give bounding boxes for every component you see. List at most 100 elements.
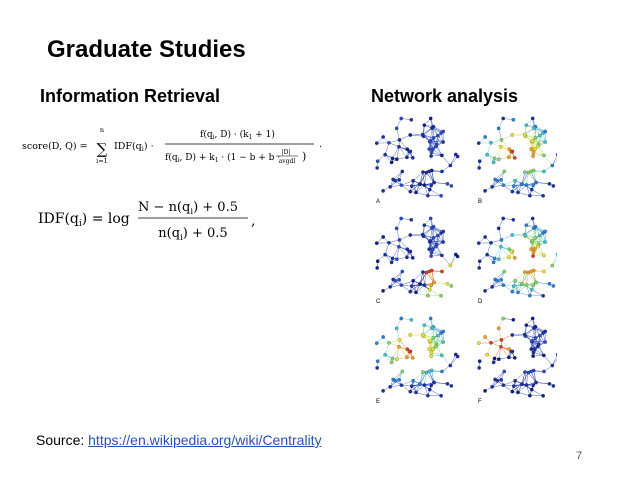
network-node xyxy=(411,278,415,283)
network-node xyxy=(432,380,436,385)
network-edge xyxy=(401,380,414,386)
network-node xyxy=(531,383,535,388)
network-node xyxy=(529,187,534,192)
network-edge xyxy=(390,179,400,188)
slide-title: Graduate Studies xyxy=(47,36,246,63)
network-node xyxy=(496,126,501,131)
network-node xyxy=(405,355,409,360)
network-edge xyxy=(412,371,424,381)
network-node xyxy=(542,369,546,374)
network-node xyxy=(414,190,418,195)
network-node xyxy=(428,338,433,343)
network-edge xyxy=(552,355,557,366)
network-node xyxy=(405,247,410,252)
network-node xyxy=(381,335,385,339)
network-node xyxy=(555,352,557,357)
network-node xyxy=(492,156,497,161)
network-node xyxy=(520,182,524,186)
network-node xyxy=(445,282,450,286)
network-edge xyxy=(524,327,535,335)
network-node xyxy=(383,152,387,157)
network-node xyxy=(405,155,409,160)
network-node xyxy=(499,344,503,349)
network-edge xyxy=(552,159,557,166)
idf-lhs: IDF(qi) = log xyxy=(38,211,130,229)
source-label: Source: xyxy=(36,432,89,448)
network-edge xyxy=(498,328,502,340)
network-node xyxy=(495,178,500,183)
network-node xyxy=(397,344,401,349)
network-edge xyxy=(398,246,408,258)
network-edge xyxy=(390,184,402,188)
network-edge xyxy=(426,272,435,283)
network-edge xyxy=(525,227,535,237)
network-edge xyxy=(522,383,532,390)
network-node xyxy=(411,378,415,383)
network-node xyxy=(409,117,414,122)
network-node xyxy=(499,244,503,249)
network-node xyxy=(524,383,529,387)
network-node xyxy=(499,378,503,382)
network-node xyxy=(476,241,481,245)
network-node xyxy=(448,363,453,368)
network-node xyxy=(524,223,529,227)
network-panel-label: A xyxy=(376,199,380,205)
network-edge xyxy=(494,346,502,359)
network-node xyxy=(550,363,555,368)
network-edge xyxy=(399,339,408,350)
network-node xyxy=(541,193,545,198)
network-node xyxy=(536,144,540,149)
network-edge xyxy=(524,172,527,186)
network-edge xyxy=(384,342,390,355)
network-edge xyxy=(503,384,513,392)
network-edge xyxy=(419,272,424,285)
network-edge xyxy=(415,192,428,196)
network-edge xyxy=(434,182,448,185)
network-edge xyxy=(436,132,442,145)
network-node xyxy=(397,338,402,342)
network-edge xyxy=(526,272,529,286)
network-edge xyxy=(525,127,535,137)
network-edge xyxy=(428,271,435,283)
network-edge xyxy=(450,356,458,366)
network-node xyxy=(510,333,515,337)
network-edge xyxy=(410,183,421,192)
network-edge xyxy=(410,283,421,292)
network-edge xyxy=(396,318,402,329)
network-node xyxy=(542,353,546,358)
network-node xyxy=(405,255,409,260)
network-node xyxy=(501,316,505,321)
network-node xyxy=(537,333,542,338)
network-node xyxy=(499,278,503,282)
network-edge xyxy=(415,284,425,293)
network-edge xyxy=(536,182,550,185)
network-node xyxy=(543,240,547,244)
idf-formula: IDF(qi) = log N − n(qi) + 0.5 n(qi) + 0.… xyxy=(38,200,255,243)
network-edge xyxy=(450,354,457,366)
network-edge xyxy=(517,392,530,396)
network-node xyxy=(483,235,487,239)
network-edge xyxy=(521,272,526,285)
network-edge xyxy=(396,118,402,129)
network-edge xyxy=(428,137,434,150)
network-node xyxy=(400,169,405,174)
network-edge xyxy=(512,234,526,237)
network-edge xyxy=(401,184,411,192)
network-node xyxy=(537,233,542,238)
bm25-inner-den: avgdl xyxy=(279,158,296,165)
source-link[interactable]: https://en.wikipedia.org/wiki/Centrality xyxy=(88,432,322,448)
network-edge xyxy=(533,352,544,356)
network-edge xyxy=(528,372,537,383)
network-node xyxy=(387,340,391,345)
network-edge xyxy=(494,271,505,280)
bm25-period: . xyxy=(319,139,322,150)
network-edge xyxy=(422,172,425,186)
network-node xyxy=(422,123,427,127)
network-node xyxy=(485,252,489,257)
network-node xyxy=(491,160,496,165)
network-edge xyxy=(517,184,527,193)
network-edge xyxy=(494,146,502,159)
network-node xyxy=(532,347,537,351)
network-node xyxy=(529,369,533,374)
network-edge xyxy=(533,270,537,283)
